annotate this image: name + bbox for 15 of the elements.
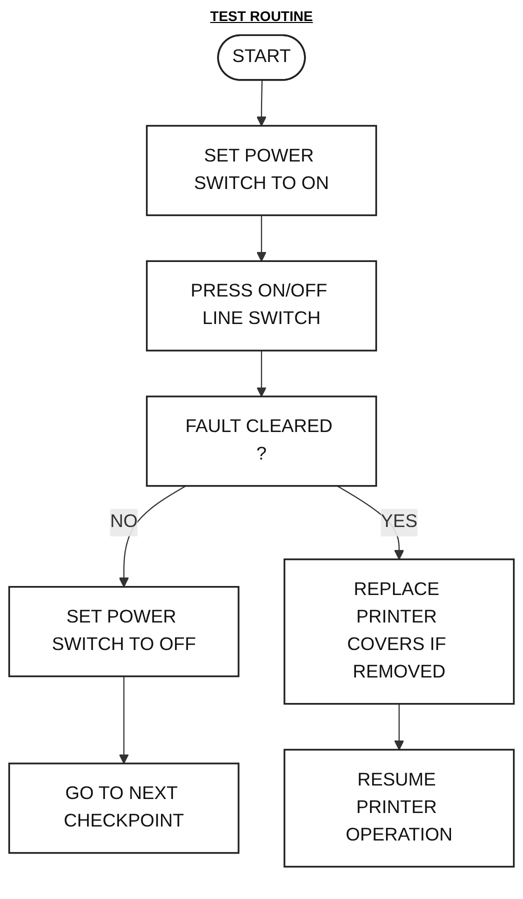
node-box: RESUME PRINTER OPERATION	[284, 748, 515, 868]
arrow	[394, 704, 404, 750]
node-box: SET POWER SWITCH TO ON	[146, 124, 378, 216]
node-box: SET POWER SWITCH TO OFF	[8, 586, 240, 678]
node-box: GO TO NEXT CHECKPOINT	[8, 762, 240, 854]
arrow	[256, 350, 267, 397]
edge-label: YES	[380, 512, 418, 532]
node-box: FAULT CLEARED ?	[146, 396, 378, 487]
node-box: PRESS ON/OFF LINE SWITCH	[146, 260, 378, 352]
arrow	[118, 676, 129, 764]
node-box: REPLACE PRINTER COVERS IF REMOVED	[284, 558, 515, 705]
arrow	[256, 215, 267, 262]
arrow	[256, 80, 267, 126]
edge-label: NO	[110, 512, 138, 532]
diagram-title: TEST ROUTINE	[209, 8, 314, 24]
